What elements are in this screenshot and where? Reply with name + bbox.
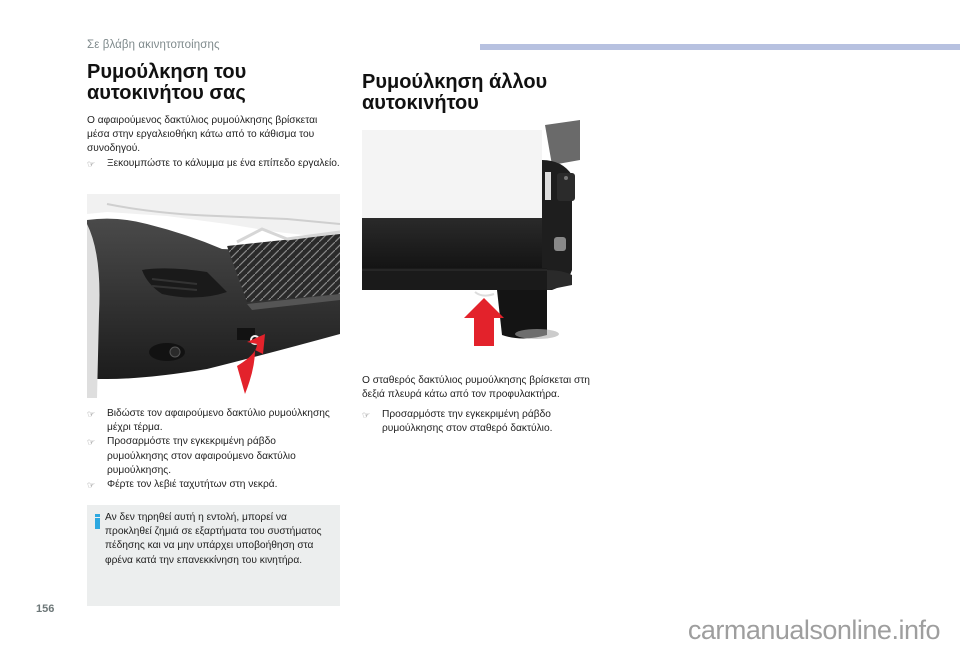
info-note-text: Αν δεν τηρηθεί αυτή η εντολή, μπορεί να … xyxy=(105,511,337,568)
pointing-hand-icon: ☞ xyxy=(362,410,371,420)
right-intro-line: Ο σταθερός δακτύλιος ρυμούλκησης βρίσκετ… xyxy=(362,375,590,386)
left-step-2: ☞ Προσαρμόστε την εγκεκριμένη ράβδο ρυμο… xyxy=(87,435,347,478)
rear-bumper-figure xyxy=(362,120,580,346)
note-line: Αν δεν τηρηθεί αυτή η εντολή, μπορεί να xyxy=(105,512,287,523)
pointing-hand-icon: ☞ xyxy=(87,480,96,491)
header-accent-bar xyxy=(480,44,960,50)
left-steps: ☞ Βιδώστε τον αφαιρούμενο δακτύλιο ρυμού… xyxy=(87,407,347,492)
rear-bumper-illustration xyxy=(362,120,580,346)
front-bumper-illustration xyxy=(87,194,340,398)
note-line: προκληθεί ζημιά σε εξαρτήματα του συστήμ… xyxy=(105,526,322,538)
left-section-title: Ρυμούλκηση του αυτοκινήτου σας xyxy=(87,62,246,104)
step-text: Βιδώστε τον αφαιρούμενο δακτύλιο ρυμούλκ… xyxy=(107,408,330,419)
left-intro-line: συνοδηγού. xyxy=(87,143,141,155)
page-number: 156 xyxy=(36,603,55,615)
front-bumper-figure xyxy=(87,194,340,398)
right-section-title: Ρυμούλκηση άλλου αυτοκινήτου xyxy=(362,72,547,114)
step-text: Προσαρμόστε την εγκεκριμένη ράβδο xyxy=(382,409,551,420)
left-intro-line: μέσα στην εργαλειοθήκη κάτω από το κάθισ… xyxy=(87,129,315,141)
right-title-line1: Ρυμούλκηση άλλου xyxy=(362,71,548,93)
right-steps: ☞ Προσαρμόστε την εγκεκριμένη ράβδο ρυμο… xyxy=(362,408,612,436)
step-text: ρυμούλκησης στον αφαιρούμενο δακτύλιο xyxy=(107,450,296,462)
pointing-hand-icon: ☞ xyxy=(87,437,96,448)
step-text: ρυμούλκησης στον σταθερό δακτύλιο. xyxy=(382,423,553,435)
left-title-line2: αυτοκινήτου σας xyxy=(87,82,246,104)
left-step-pre: ☞ Ξεκουμπώστε το κάλυμμα με ένα επίπεδο … xyxy=(87,157,347,171)
right-title-line2: αυτοκινήτου xyxy=(362,92,479,114)
left-title-line1: Ρυμούλκηση του xyxy=(87,61,247,83)
right-step-1: ☞ Προσαρμόστε την εγκεκριμένη ράβδο ρυμο… xyxy=(362,408,612,436)
info-note-box: Αν δεν τηρηθεί αυτή η εντολή, μπορεί να … xyxy=(87,505,340,606)
left-step-3: ☞ Φέρτε τον λεβιέ ταχυτήτων στη νεκρά. xyxy=(87,478,347,492)
step-text: Φέρτε τον λεβιέ ταχυτήτων στη νεκρά. xyxy=(107,479,278,491)
info-icon xyxy=(95,514,100,529)
right-intro-line: δεξιά πλευρά κάτω από τον προφυλακτήρα. xyxy=(362,389,560,401)
left-step-1: ☞ Βιδώστε τον αφαιρούμενο δακτύλιο ρυμού… xyxy=(87,407,347,435)
pointing-hand-icon: ☞ xyxy=(87,158,96,169)
watermark: carmanualsonline.info xyxy=(687,615,941,645)
pointing-hand-icon: ☞ xyxy=(87,409,96,419)
note-line: φρένα κατά την επανεκκίνηση του κινητήρα… xyxy=(105,554,303,566)
right-intro: Ο σταθερός δακτύλιος ρυμούλκησης βρίσκετ… xyxy=(362,374,612,402)
step-text: ρυμούλκησης. xyxy=(107,464,172,476)
step-text: Προσαρμόστε την εγκεκριμένη ράβδο xyxy=(107,436,276,448)
left-intro-line: Ο αφαιρούμενος δακτύλιος ρυμούλκησης βρί… xyxy=(87,115,318,126)
step-text: μέχρι τέρμα. xyxy=(107,422,163,434)
step-text: Ξεκουμπώστε το κάλυμμα με ένα επίπεδο ερ… xyxy=(107,157,340,169)
note-line: πέδησης και να μην υπάρχει υποβοήθηση στ… xyxy=(105,540,314,552)
section-header: Σε βλάβη ακινητοποίησης xyxy=(87,39,220,51)
left-intro: Ο αφαιρούμενος δακτύλιος ρυμούλκησης βρί… xyxy=(87,114,347,171)
